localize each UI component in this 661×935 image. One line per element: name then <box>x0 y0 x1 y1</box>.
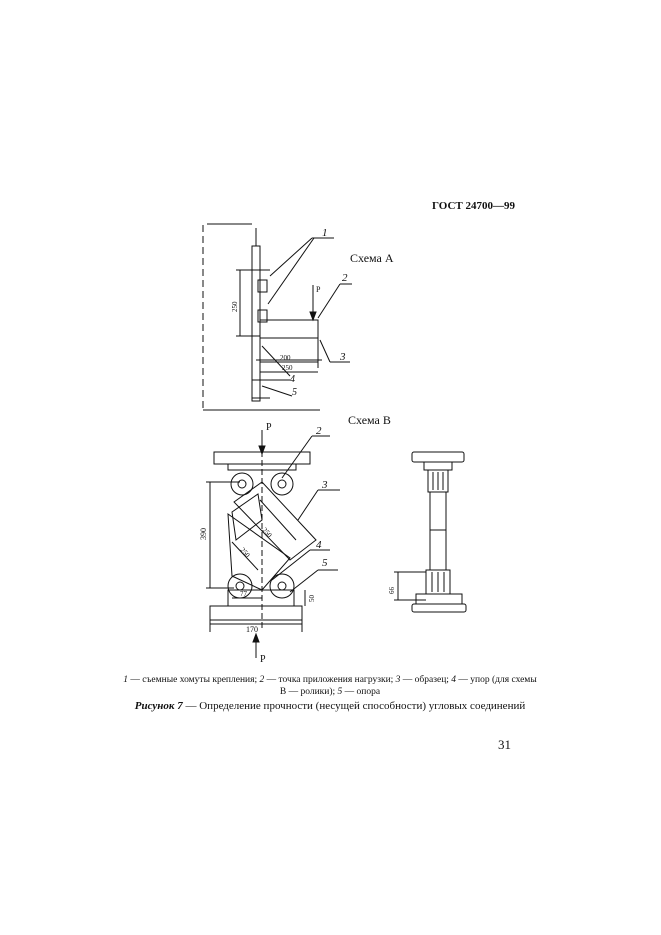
dim-line-250b <box>231 541 259 571</box>
side-top-plate <box>411 451 465 463</box>
legend-text-3: — образец; <box>400 675 452 685</box>
scheme-b-title: Схема В <box>348 413 391 427</box>
dim-a-250-horizontal: 250 <box>282 364 293 372</box>
roller-bottom-right-hub <box>277 581 287 591</box>
leader-b3 <box>297 489 319 521</box>
callout-b-5: 5 <box>322 557 328 569</box>
clamp-lower <box>257 309 268 323</box>
page-number: 31 <box>498 737 511 752</box>
load-arrowhead-a <box>309 311 317 322</box>
leader-3 <box>319 339 331 363</box>
side-top-lip <box>423 461 453 471</box>
callout-b-4: 4 <box>316 539 322 551</box>
load-label-b-top: P <box>266 422 272 433</box>
side-support <box>415 593 463 605</box>
scheme-b-drawing <box>206 430 340 658</box>
legend-num-5: 5 <box>337 687 343 697</box>
scheme-a-drawing <box>202 223 352 411</box>
roller-bottom-right <box>269 573 295 599</box>
load-arrowhead-top <box>258 445 266 456</box>
load-arrowhead-bottom <box>252 632 260 643</box>
dim-b-250-lower: 250 <box>239 546 252 560</box>
dim-b-250-upper: 250 <box>261 526 274 540</box>
roller-bottom-left-hub <box>235 581 245 591</box>
side-specimen <box>429 491 447 571</box>
roller-top-left-hub <box>237 479 247 489</box>
figure-label: Рисунок 7 <box>134 700 183 712</box>
scheme-a-title: Схема А <box>350 251 394 265</box>
legend-num-2: 2 <box>259 675 265 685</box>
figure-caption: Рисунок 7 — Определение прочности (несущ… <box>130 700 530 713</box>
specimen-arm-right <box>233 481 317 561</box>
callout-a-2: 2 <box>342 272 348 284</box>
leader-b5 <box>289 569 319 593</box>
leader-b2 <box>281 435 313 479</box>
horizontal-member <box>259 319 319 339</box>
callout-a-3: 3 <box>339 351 346 363</box>
specimen-arm-left <box>227 512 291 591</box>
side-bottom-plate <box>411 603 467 613</box>
top-plate-lip <box>227 463 297 471</box>
dim-b-170: 170 <box>246 625 258 634</box>
callout-a-5: 5 <box>292 387 297 398</box>
figure-title: — Определение прочности (несущей способн… <box>182 700 526 712</box>
callout-a-1: 1 <box>322 227 328 239</box>
roller-top-right-hub <box>277 479 287 489</box>
specimen-joint <box>231 493 263 541</box>
callout-b-2: 2 <box>316 425 322 437</box>
legend-text-4: — упор (для схемы В — ролики); <box>279 675 537 697</box>
leader-4 <box>261 345 291 377</box>
roller-top-left <box>230 472 254 496</box>
bottom-plate <box>209 605 303 621</box>
legend-text-2: — точка приложения нагрузки; <box>264 675 396 685</box>
roller-top-right <box>270 472 294 496</box>
leader-5 <box>261 385 293 397</box>
leader-b4 <box>271 549 311 581</box>
dim-line-250a <box>259 499 297 541</box>
legend-num-4: 4 <box>451 675 457 685</box>
dim-b-390: 390 <box>199 528 208 540</box>
load-label-a: P <box>316 285 321 294</box>
callout-a-4: 4 <box>290 374 295 385</box>
dim-b-66: 66 <box>388 587 396 595</box>
legend-text-5: — опора <box>342 687 381 697</box>
callout-b-3: 3 <box>321 479 328 491</box>
leader-1a <box>269 237 313 277</box>
upright-member <box>251 245 261 402</box>
leader-2 <box>317 283 341 319</box>
leader-1b <box>267 237 315 305</box>
dim-a-250-vertical: 250 <box>231 301 239 312</box>
figure-legend: 1 — съемные хомуты крепления; 2 — точка … <box>120 674 540 698</box>
clamp-upper <box>257 279 268 293</box>
dim-b-50: 50 <box>308 595 316 603</box>
legend-text-1: — съемные хомуты крепления; <box>128 675 260 685</box>
dim-a-200: 200 <box>280 354 291 362</box>
legend-num-1: 1 <box>123 675 129 685</box>
legend-num-3: 3 <box>395 675 401 685</box>
document-header: ГОСТ 24700—99 <box>432 200 515 212</box>
side-view-drawing <box>394 451 467 613</box>
load-label-b-bottom: P <box>260 654 266 665</box>
dim-b-77: 77 <box>240 590 248 598</box>
